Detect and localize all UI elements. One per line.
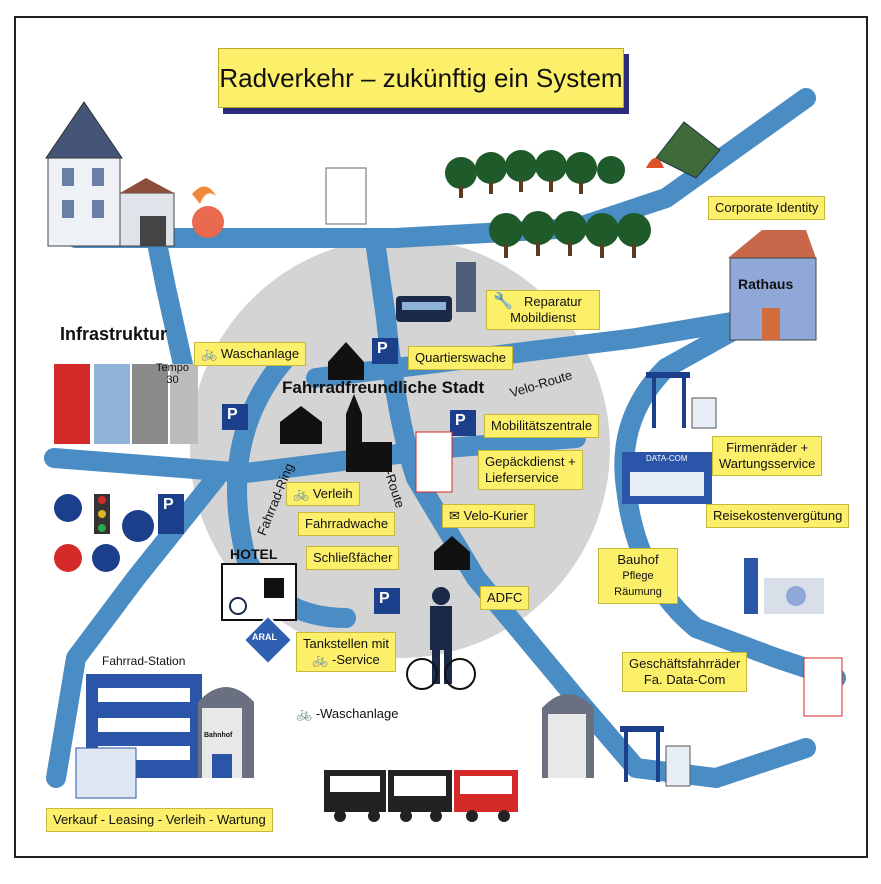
label-waschanlage-2-text: -Waschanlage bbox=[315, 706, 399, 721]
envelope-icon: ✉ bbox=[449, 508, 460, 523]
label-tankstellen-service: -Service bbox=[332, 652, 380, 667]
office-tower-icon bbox=[456, 262, 476, 312]
label-bauhof: Bauhof Pflege Räumung bbox=[598, 548, 678, 604]
factory-icon bbox=[744, 558, 824, 614]
label-velo-kurier-text: Velo-Kurier bbox=[463, 508, 528, 523]
hotel-icon bbox=[221, 563, 297, 621]
north-west-road bbox=[146, 228, 196, 388]
label-gepaeckdienst: Gepäckdienst + Lieferservice bbox=[478, 450, 583, 490]
gas-station-icon bbox=[242, 614, 294, 666]
label-pflege: Pflege bbox=[622, 570, 654, 582]
parking-icon bbox=[158, 338, 476, 614]
label-firmenraeder: Firmenräder + Wartungsservice bbox=[712, 436, 823, 476]
bus-stop-icon bbox=[646, 372, 717, 429]
south-east-road bbox=[566, 688, 816, 788]
bike-station-building bbox=[75, 674, 202, 799]
parking-icon: P bbox=[163, 496, 174, 513]
label-bahnhof: Bahnhof bbox=[204, 732, 233, 739]
label-mobilitaetszentrale: Mobilitätszentrale bbox=[484, 414, 600, 438]
label-tankstellen: Tankstellen mit 🚲 -Service bbox=[296, 632, 396, 672]
label-gepaeckdienst-line1: Gepäckdienst + bbox=[485, 454, 576, 469]
diagram-frame: Radverkehr – zukünftig ein System Corpor… bbox=[14, 16, 868, 858]
label-geschaeftsfahrraeder: Geschäftsfahrräder Fa. Data-Com bbox=[622, 652, 748, 692]
bicycle-icon: 🚲 bbox=[293, 486, 310, 501]
label-velo-kurier: ✉ Velo-Kurier bbox=[442, 504, 535, 528]
label-tankstellen-line1: Tankstellen mit bbox=[303, 636, 389, 651]
train-icon bbox=[324, 770, 518, 822]
parking-icon: P bbox=[377, 340, 388, 357]
label-tempo-sign: Tempo 30 bbox=[156, 362, 189, 386]
town-hall-icon bbox=[728, 230, 817, 341]
traffic-sign-icon bbox=[54, 364, 198, 572]
diagram-title: Radverkehr – zukünftig ein System bbox=[218, 48, 624, 108]
label-geschaeftsfahrraeder-line1: Geschäftsfahrräder bbox=[629, 656, 741, 671]
label-aral: ARAL bbox=[252, 632, 277, 642]
bicycle-icon: 🚲 bbox=[312, 652, 329, 667]
house-icon bbox=[45, 101, 175, 247]
label-reisekostenverguetung: Reisekostenvergütung bbox=[706, 504, 850, 528]
label-lieferservice: Lieferservice bbox=[485, 470, 559, 485]
parking-icon: P bbox=[379, 590, 390, 607]
police-officer-icon bbox=[406, 587, 476, 690]
label-fahrradfreundliche-stadt: Fahrradfreundliche Stadt bbox=[282, 378, 485, 397]
bicycle-icon: 🚲 bbox=[296, 706, 313, 721]
town-buildings bbox=[280, 342, 470, 570]
bicycle-icon: 🚲 bbox=[201, 346, 218, 361]
fahrrad-ring-road bbox=[227, 348, 356, 628]
label-waschanlage-2: 🚲 -Waschanlage bbox=[296, 706, 398, 722]
label-tankstellen-line2: 🚲 -Service bbox=[303, 652, 389, 668]
label-rathaus: Rathaus bbox=[738, 276, 794, 292]
label-firmenraeder-line1: Firmenräder + bbox=[726, 440, 809, 455]
campfire-icon bbox=[192, 186, 224, 238]
office-building-icon bbox=[622, 452, 712, 504]
station-building bbox=[542, 694, 594, 778]
label-wartungsservice: Wartungsservice bbox=[719, 456, 816, 471]
label-tempo-30: 30 bbox=[166, 374, 179, 386]
label-infrastruktur: Infrastruktur bbox=[60, 324, 168, 344]
label-verleih: 🚲 Verleih bbox=[286, 482, 360, 506]
label-verkauf-leasing: Verkauf - Leasing - Verleih - Wartung bbox=[46, 808, 273, 832]
tree-trunks bbox=[459, 180, 636, 258]
bus-stop-icon bbox=[620, 726, 691, 787]
label-waschanlage: 🚲 Waschanlage bbox=[194, 342, 307, 366]
city-map-illustration bbox=[44, 88, 846, 822]
label-reparatur-mobildienst: 🔧 Reparatur Mobildienst bbox=[486, 290, 600, 330]
label-bauhof-title: Bauhof bbox=[617, 552, 659, 567]
label-tempo: Tempo bbox=[156, 362, 190, 374]
label-reparatur: Reparatur bbox=[524, 294, 582, 309]
label-fa-datacom: Fa. Data-Com bbox=[643, 672, 726, 687]
parking-icon: P bbox=[455, 412, 466, 429]
label-hotel: HOTEL bbox=[230, 546, 278, 562]
parking-icon: P bbox=[227, 406, 238, 423]
campfire-icon bbox=[646, 158, 664, 168]
tent-icon bbox=[655, 121, 721, 179]
label-verleih-text: Verleih bbox=[312, 486, 353, 501]
label-fahrradwache: Fahrradwache bbox=[298, 512, 396, 536]
forest-trees bbox=[445, 150, 651, 247]
label-quartierswache: Quartierswache bbox=[408, 346, 514, 370]
label-mobildienst: Mobildienst bbox=[510, 310, 576, 325]
label-corporate-identity: Corporate Identity bbox=[708, 196, 826, 220]
wrench-icon: 🔧 bbox=[493, 293, 513, 310]
label-datacom-sign: DATA-COM bbox=[646, 454, 688, 463]
label-fahrrad-station: Fahrrad-Station bbox=[102, 654, 186, 668]
label-adfc: ADFC bbox=[480, 586, 530, 610]
signpost-icon bbox=[325, 167, 843, 717]
label-raeumung: Räumung bbox=[614, 586, 662, 598]
station-building bbox=[198, 687, 254, 778]
label-waschanlage-text: Waschanlage bbox=[220, 346, 300, 361]
bus-icon bbox=[396, 296, 452, 322]
label-schliessfaecher: Schließfächer bbox=[306, 546, 400, 570]
